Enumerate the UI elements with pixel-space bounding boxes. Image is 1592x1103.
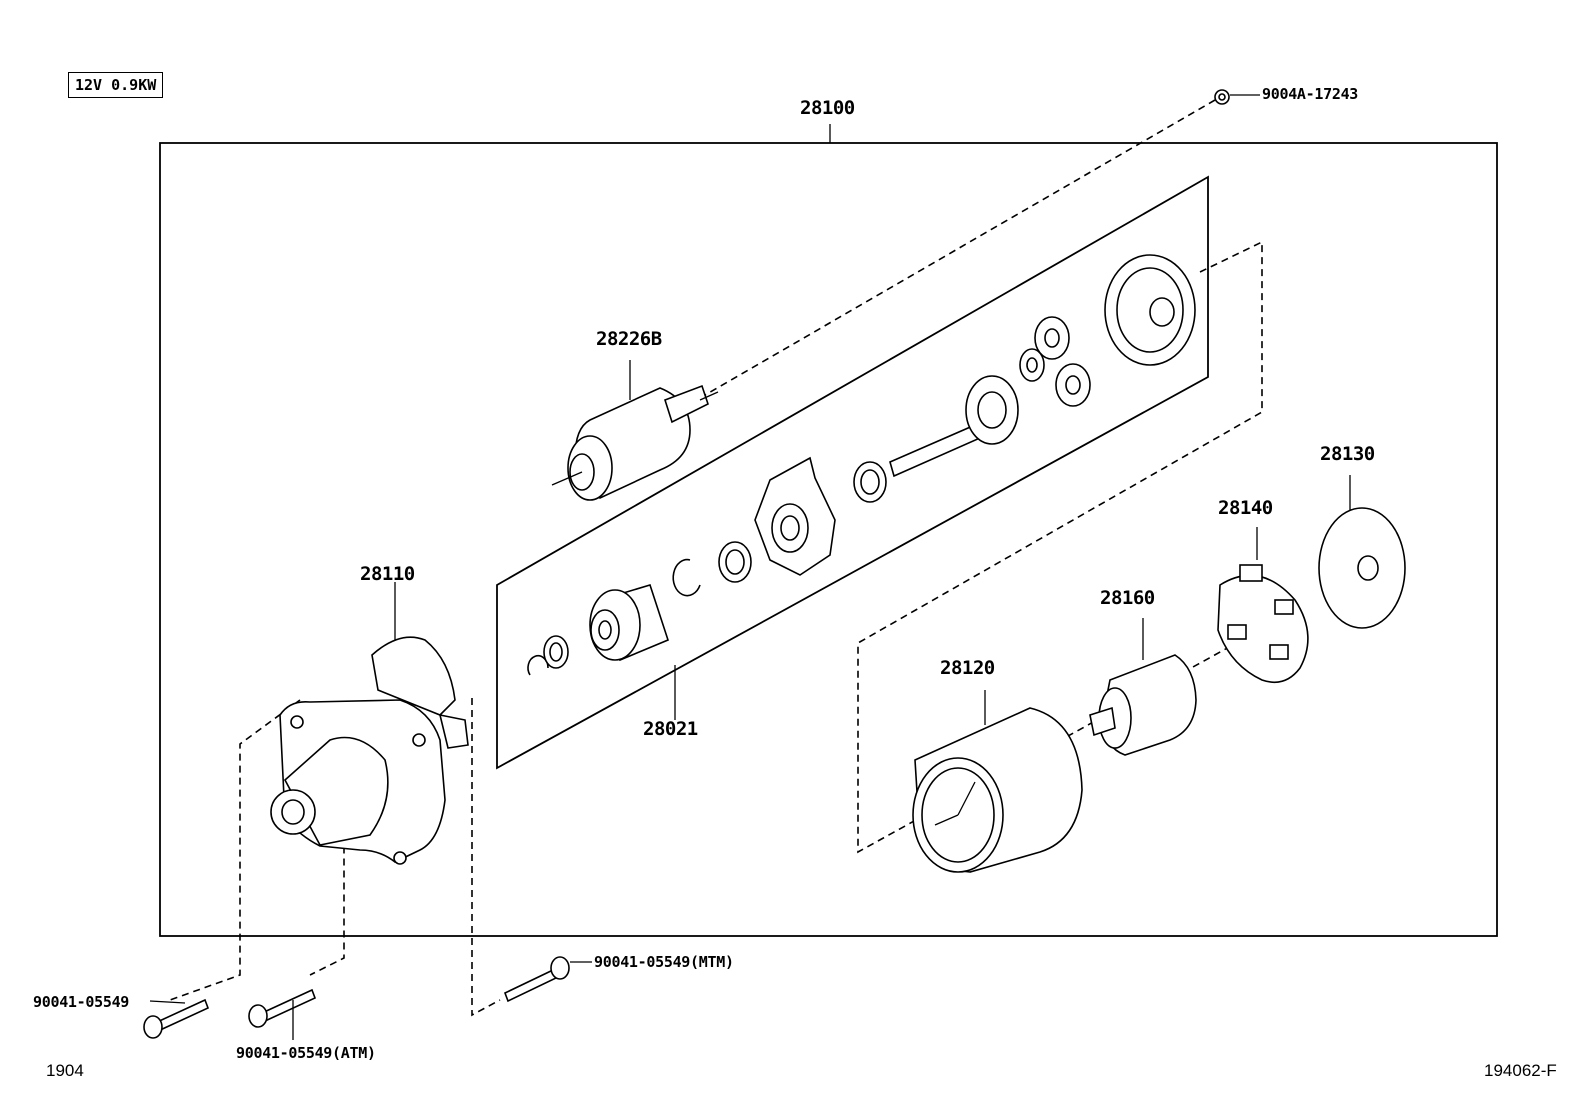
assembly-frame [159, 142, 1498, 937]
callout-90041-05549-atm[interactable]: 90041-05549(ATM) [236, 1044, 376, 1062]
callout-28160[interactable]: 28160 [1100, 587, 1155, 609]
yoke-icon [912, 690, 1083, 873]
callout-28140[interactable]: 28140 [1218, 497, 1273, 519]
callout-90041-05549-mtm[interactable]: 90041-05549(MTM) [594, 953, 734, 971]
callout-28226b[interactable]: 28226B [596, 328, 662, 350]
callout-90041-05549[interactable]: 90041-05549 [33, 993, 130, 1011]
callout-28100[interactable]: 28100 [800, 97, 855, 119]
callout-28130[interactable]: 28130 [1320, 443, 1375, 465]
bolt-left-icon [143, 998, 210, 1039]
nut-icon [1214, 89, 1230, 105]
drive-kit-panel [496, 175, 1209, 770]
callout-9004a-17243[interactable]: 9004A-17243 [1262, 85, 1359, 103]
housing-icon [270, 582, 469, 865]
drive-kit-parts-icon [527, 254, 1196, 676]
callout-28021[interactable]: 28021 [643, 718, 698, 740]
solenoid-icon [551, 360, 719, 501]
footer-code-left: 1904 [46, 1061, 84, 1080]
footer-code-right: 194062-F [1484, 1061, 1557, 1080]
bolt-mtm-icon [503, 956, 570, 1003]
spec-box: 12V 0.9KW [68, 72, 164, 98]
end-cover-icon [1318, 475, 1406, 629]
brush-holder-icon [1217, 527, 1309, 684]
callout-28110[interactable]: 28110 [360, 563, 415, 585]
callout-28120[interactable]: 28120 [940, 657, 995, 679]
armature-icon [1089, 618, 1197, 756]
bolt-atm-icon [248, 988, 317, 1028]
